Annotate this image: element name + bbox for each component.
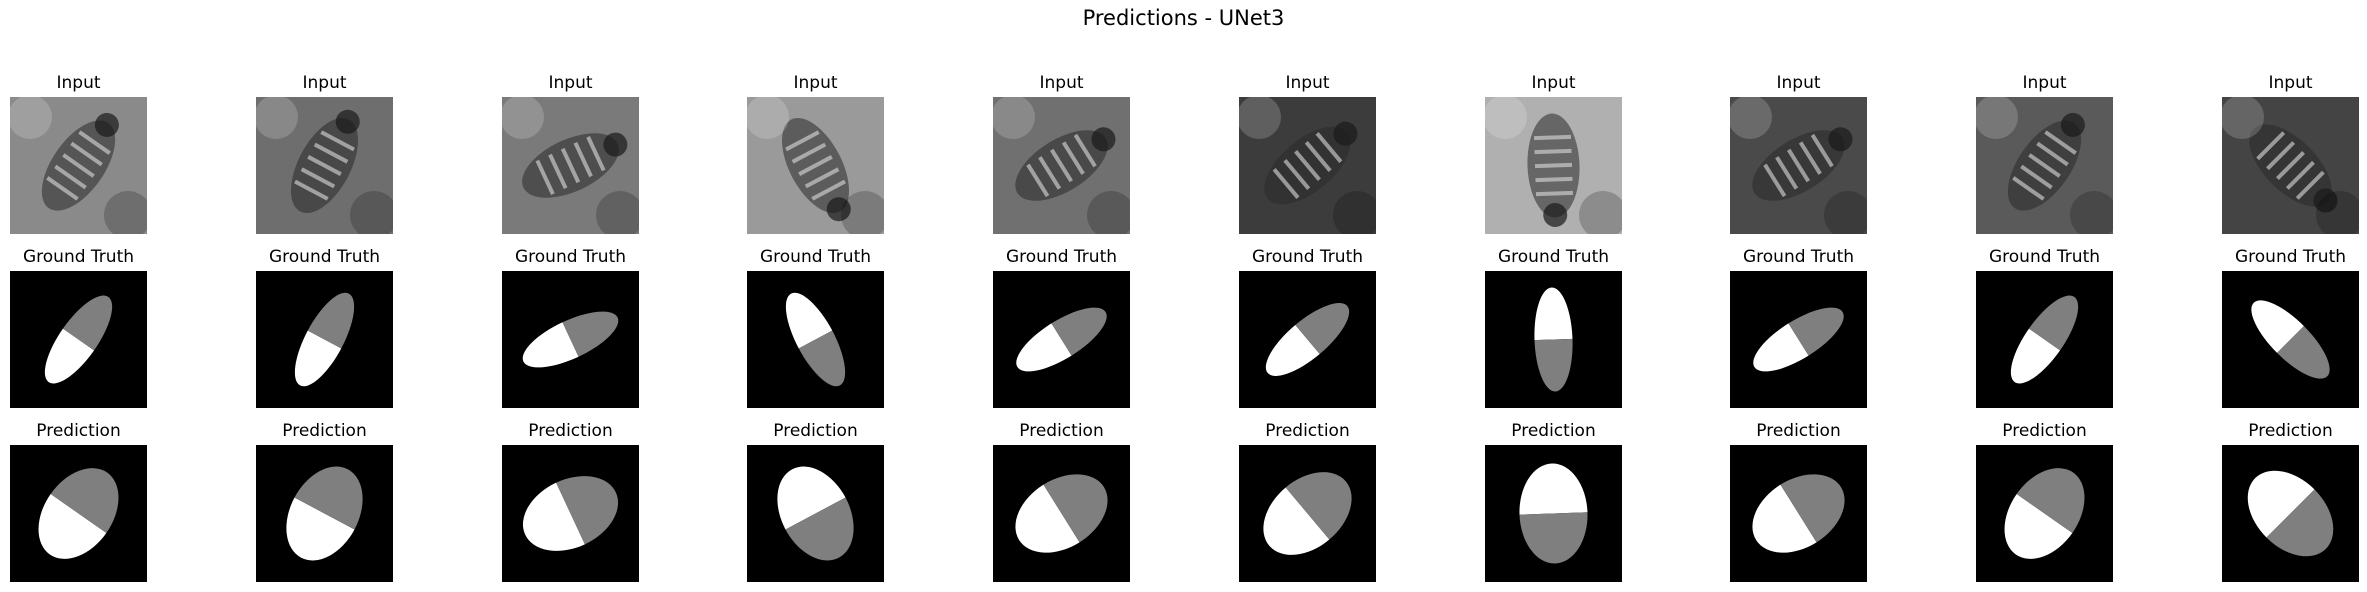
input-image-1: Input xyxy=(10,73,147,234)
ground-truth-mask-2: Ground Truth xyxy=(256,247,393,408)
figure-title: Predictions - UNet3 xyxy=(1082,6,1285,30)
ground-truth-mask-graphic xyxy=(1239,271,1376,408)
ground-truth-mask-graphic xyxy=(1485,271,1622,408)
prediction-mask-6: Prediction xyxy=(1239,421,1376,582)
ground-truth-mask-graphic xyxy=(10,271,147,408)
ground-truth-mask-graphic xyxy=(1730,271,1867,408)
subplot-title: Input xyxy=(1776,73,1821,93)
prediction-mask-2: Prediction xyxy=(256,421,393,582)
subplot-title: Prediction xyxy=(1265,421,1350,441)
prediction-mask-graphic xyxy=(1485,445,1622,582)
input-image-7: Input xyxy=(1485,73,1622,234)
prediction-mask-10: Prediction xyxy=(2222,421,2359,582)
subplot-title: Ground Truth xyxy=(759,247,872,267)
subplot-title: Input xyxy=(548,73,593,93)
ground-truth-mask-5: Ground Truth xyxy=(993,247,1130,408)
input-image-graphic xyxy=(1730,97,1867,234)
input-image-graphic xyxy=(1485,97,1622,234)
prediction-mask-graphic xyxy=(1730,445,1867,582)
subplot-title: Ground Truth xyxy=(1497,247,1610,267)
input-image-4: Input xyxy=(747,73,884,234)
input-image-2: Input xyxy=(256,73,393,234)
subplot-title: Ground Truth xyxy=(514,247,627,267)
ground-truth-mask-9: Ground Truth xyxy=(1976,247,2113,408)
input-image-3: Input xyxy=(502,73,639,234)
subplot-title: Ground Truth xyxy=(2234,247,2347,267)
ground-truth-mask-6: Ground Truth xyxy=(1239,247,1376,408)
input-image-9: Input xyxy=(1976,73,2113,234)
prediction-mask-graphic xyxy=(1239,445,1376,582)
subplot-title: Ground Truth xyxy=(268,247,381,267)
subplot-title: Input xyxy=(793,73,838,93)
subplot-title: Input xyxy=(1531,73,1576,93)
subplot-title: Ground Truth xyxy=(1005,247,1118,267)
input-image-10: Input xyxy=(2222,73,2359,234)
ground-truth-mask-4: Ground Truth xyxy=(747,247,884,408)
prediction-mask-graphic xyxy=(993,445,1130,582)
subplot-title: Prediction xyxy=(2248,421,2333,441)
subplot-title: Prediction xyxy=(773,421,858,441)
ground-truth-mask-graphic xyxy=(256,271,393,408)
prediction-mask-graphic xyxy=(502,445,639,582)
input-image-6: Input xyxy=(1239,73,1376,234)
prediction-mask-graphic xyxy=(747,445,884,582)
prediction-mask-graphic xyxy=(256,445,393,582)
ground-truth-mask-graphic xyxy=(993,271,1130,408)
subplot-title: Prediction xyxy=(36,421,121,441)
subplot-title: Prediction xyxy=(528,421,613,441)
ground-truth-mask-7: Ground Truth xyxy=(1485,247,1622,408)
ground-truth-mask-8: Ground Truth xyxy=(1730,247,1867,408)
ground-truth-mask-3: Ground Truth xyxy=(502,247,639,408)
subplot-title: Input xyxy=(2022,73,2067,93)
ground-truth-mask-graphic xyxy=(1976,271,2113,408)
subplot-title: Prediction xyxy=(1511,421,1596,441)
input-image-graphic xyxy=(747,97,884,234)
ground-truth-mask-graphic xyxy=(2222,271,2359,408)
input-image-8: Input xyxy=(1730,73,1867,234)
subplot-title: Prediction xyxy=(2002,421,2087,441)
ground-truth-mask-graphic xyxy=(502,271,639,408)
subplot-title: Input xyxy=(56,73,101,93)
prediction-mask-5: Prediction xyxy=(993,421,1130,582)
subplot-title: Ground Truth xyxy=(22,247,135,267)
subplot-title: Ground Truth xyxy=(1988,247,2101,267)
ground-truth-mask-10: Ground Truth xyxy=(2222,247,2359,408)
prediction-mask-8: Prediction xyxy=(1730,421,1867,582)
input-image-graphic xyxy=(502,97,639,234)
input-image-graphic xyxy=(10,97,147,234)
prediction-mask-graphic xyxy=(1976,445,2113,582)
subplot-title: Input xyxy=(1039,73,1084,93)
subplot-title: Prediction xyxy=(1019,421,1104,441)
input-image-graphic xyxy=(1239,97,1376,234)
subplot-title: Input xyxy=(1285,73,1330,93)
prediction-mask-1: Prediction xyxy=(10,421,147,582)
input-image-graphic xyxy=(256,97,393,234)
prediction-mask-graphic xyxy=(10,445,147,582)
ground-truth-mask-graphic xyxy=(747,271,884,408)
subplot-title: Prediction xyxy=(282,421,367,441)
subplot-title: Ground Truth xyxy=(1742,247,1855,267)
subplot-title: Ground Truth xyxy=(1251,247,1364,267)
input-image-graphic xyxy=(993,97,1130,234)
subplot-title: Input xyxy=(2268,73,2313,93)
input-image-graphic xyxy=(2222,97,2359,234)
prediction-mask-9: Prediction xyxy=(1976,421,2113,582)
subplot-title: Prediction xyxy=(1756,421,1841,441)
prediction-mask-7: Prediction xyxy=(1485,421,1622,582)
ground-truth-mask-1: Ground Truth xyxy=(10,247,147,408)
input-image-graphic xyxy=(1976,97,2113,234)
subplot-title: Input xyxy=(302,73,347,93)
prediction-mask-3: Prediction xyxy=(502,421,639,582)
prediction-mask-4: Prediction xyxy=(747,421,884,582)
input-image-5: Input xyxy=(993,73,1130,234)
prediction-mask-graphic xyxy=(2222,445,2359,582)
